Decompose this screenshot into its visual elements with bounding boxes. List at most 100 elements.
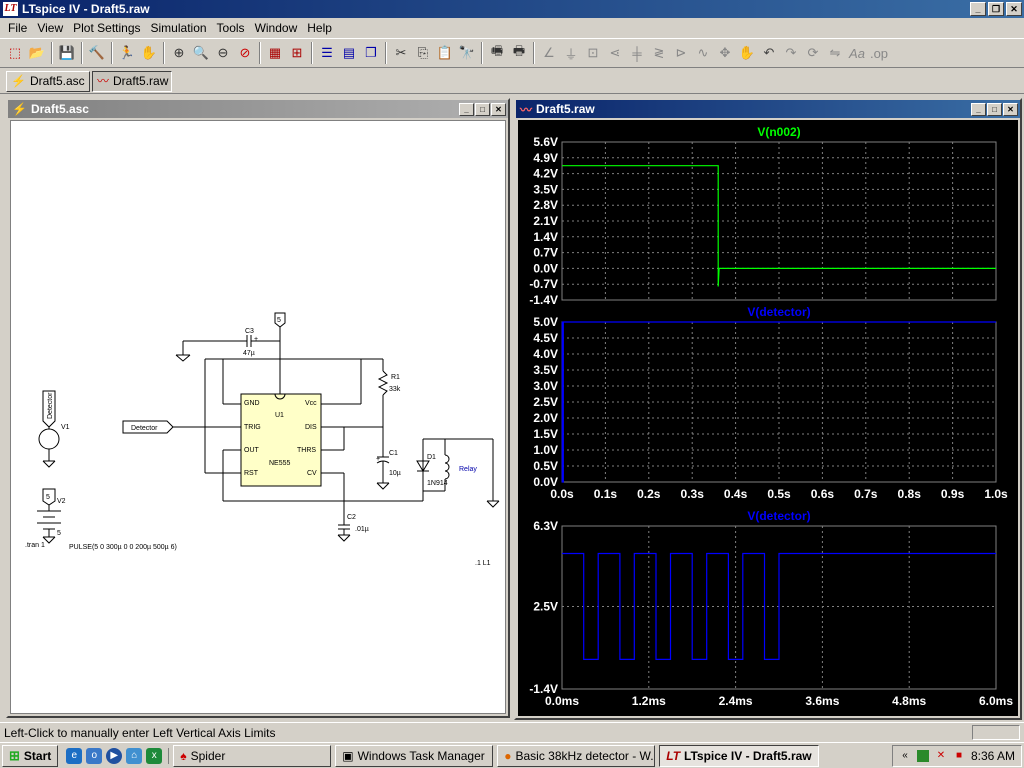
rotate-icon[interactable]: ⟳ [807,45,819,60]
run-icon[interactable]: 🏃 [118,45,136,60]
excel-icon[interactable]: x [146,747,163,764]
redo-icon[interactable]: ↷ [785,45,797,60]
diode-icon[interactable]: ⊳ [675,45,687,60]
save-icon[interactable]: 💾 [58,45,76,60]
spice-directive-icon[interactable]: .op [869,45,889,61]
paste-icon[interactable]: 📋 [436,45,454,60]
zoom-in-icon[interactable]: ⊕ [173,45,185,60]
ground-icon[interactable]: ⏚ [564,46,578,62]
mirror-icon[interactable]: ⇋ [829,45,841,60]
plot-close-button[interactable]: ✕ [1003,102,1018,116]
y-tick-label: 1.0V [533,443,558,457]
drag-icon[interactable]: ✋ [738,45,756,60]
menu-tools[interactable]: Tools [216,21,245,35]
internet-explorer-icon[interactable]: e [66,747,83,764]
pin-dis: DIS [305,424,317,431]
pin-out: OUT [244,447,260,454]
zoom-pan-icon[interactable]: 🔍 [192,45,210,60]
task-browser[interactable]: ● Basic 38kHz detector - W... [497,744,656,767]
plot-minimize-button[interactable]: _ [971,102,986,116]
task-task-manager[interactable]: ▣ Windows Task Manager [335,744,494,767]
zoom-out-icon[interactable]: ⊖ [217,45,229,60]
resistor-icon[interactable]: ≷ [653,45,665,60]
schematic-canvas[interactable]: Detector Detector 5 5 C3 47µ + R1 33k U1… [10,120,506,714]
y-tick-label: 4.2V [533,167,558,181]
task-spider[interactable]: ♠ Spider [173,744,332,767]
app-titlebar[interactable]: LT LTspice IV - Draft5.raw _ ❐ ✕ [0,0,1024,18]
menu-help[interactable]: Help [307,21,332,35]
mark-ref-icon[interactable]: ⊞ [291,45,303,60]
v1-label: V1 [61,424,70,431]
move-icon[interactable]: ✥ [719,45,731,60]
clock[interactable]: 8:36 AM [970,748,1015,763]
y-tick-label: 4.5V [533,331,558,345]
security-icon[interactable]: ■ [955,749,962,761]
tile-vertical-icon[interactable]: ▤ [342,45,356,60]
y-tick-label: 2.5V [533,395,558,409]
x-tick-label: 0.3s [681,487,705,501]
component-icon[interactable]: ⋖ [609,45,621,60]
pulse-definition: PULSE(5 0 300µ 0 0 200µ 500µ 6) [69,544,177,551]
autorange-icon[interactable]: ▦ [268,45,282,60]
label-net-icon[interactable]: ⊡ [587,45,599,60]
outlook-icon[interactable]: o [86,747,103,764]
menu-view[interactable]: View [37,21,64,35]
schematic-window-titlebar[interactable]: ⚡ Draft5.asc _ □ ✕ [8,100,508,118]
svg-text:+: + [254,336,258,343]
y-tick-label: -0.7V [529,277,558,291]
status-bar: Left-Click to manually enter Left Vertic… [0,722,1024,742]
close-button[interactable]: ✕ [1006,2,1022,16]
print-setup-icon[interactable]: 🖷 [490,43,504,58]
menu-file[interactable]: File [8,21,28,35]
volume-muted-icon[interactable]: ✕ [936,749,946,761]
find-icon[interactable]: 🔭 [458,45,476,60]
menu-simulation[interactable]: Simulation [150,21,207,35]
wire-icon[interactable]: ∠ [543,45,555,60]
task-label: Basic 38kHz detector - W... [515,748,656,763]
tab-draft5-raw[interactable]: 〰 Draft5.raw [92,71,172,92]
new-schematic-icon[interactable]: ⬚ [8,45,22,60]
schematic-close-button[interactable]: ✕ [491,102,506,116]
cascade-icon[interactable]: ❐ [365,45,377,60]
tile-horizontal-icon[interactable]: ☰ [321,45,333,60]
y-tick-label: 4.9V [533,151,558,165]
waveform-icon: 〰 [97,74,110,88]
x-tick-label: 0.0ms [545,694,579,708]
capacitor-icon[interactable]: ╪ [632,45,642,61]
print-icon[interactable]: 🖶 [512,43,526,58]
quick-launch: e o ▶ ⌂ x [66,747,170,764]
copy-icon[interactable]: ⎘ [417,45,429,60]
text-icon[interactable]: Aa [849,45,865,61]
network-icon[interactable] [916,749,929,762]
tray-expand-icon[interactable]: « [902,749,908,761]
tab-draft5-asc[interactable]: ⚡ Draft5.asc [6,71,90,92]
ltspice-logo-icon: LT [3,2,18,16]
schematic-icon: ⚡ [11,74,26,88]
zoom-cancel-icon[interactable]: ⊘ [239,45,251,60]
schematic-minimize-button[interactable]: _ [459,102,474,116]
y-tick-label: -1.4V [529,682,558,696]
task-ltspice[interactable]: LT LTspice IV - Draft5.raw [659,744,820,767]
schematic-maximize-button[interactable]: □ [475,102,490,116]
undo-icon[interactable]: ↶ [763,45,775,60]
cut-icon[interactable]: ✂ [395,45,407,60]
c3-label: C3 [245,328,254,335]
schematic-window: ⚡ Draft5.asc _ □ ✕ [6,98,510,718]
menu-plot-settings[interactable]: Plot Settings [73,21,141,35]
restore-button[interactable]: ❐ [988,2,1004,16]
explorer-icon[interactable]: ⌂ [126,747,143,764]
menu-window[interactable]: Window [254,21,298,35]
v1-detector-label: Detector [47,392,54,419]
hammer-icon[interactable]: 🔨 [88,45,106,60]
minimize-button[interactable]: _ [970,2,986,16]
inductor-icon[interactable]: ∿ [697,45,709,60]
media-player-icon[interactable]: ▶ [106,747,123,764]
start-button[interactable]: ⊞ Start [2,744,59,767]
open-folder-icon[interactable]: 📂 [28,45,46,60]
plot-window-titlebar[interactable]: 〰 Draft5.raw _ □ ✕ [516,100,1020,118]
plot-maximize-button[interactable]: □ [987,102,1002,116]
halt-icon[interactable]: ✋ [140,45,158,60]
c1-value: 10µ [389,470,401,477]
y-tick-label: 0.0V [533,475,558,489]
